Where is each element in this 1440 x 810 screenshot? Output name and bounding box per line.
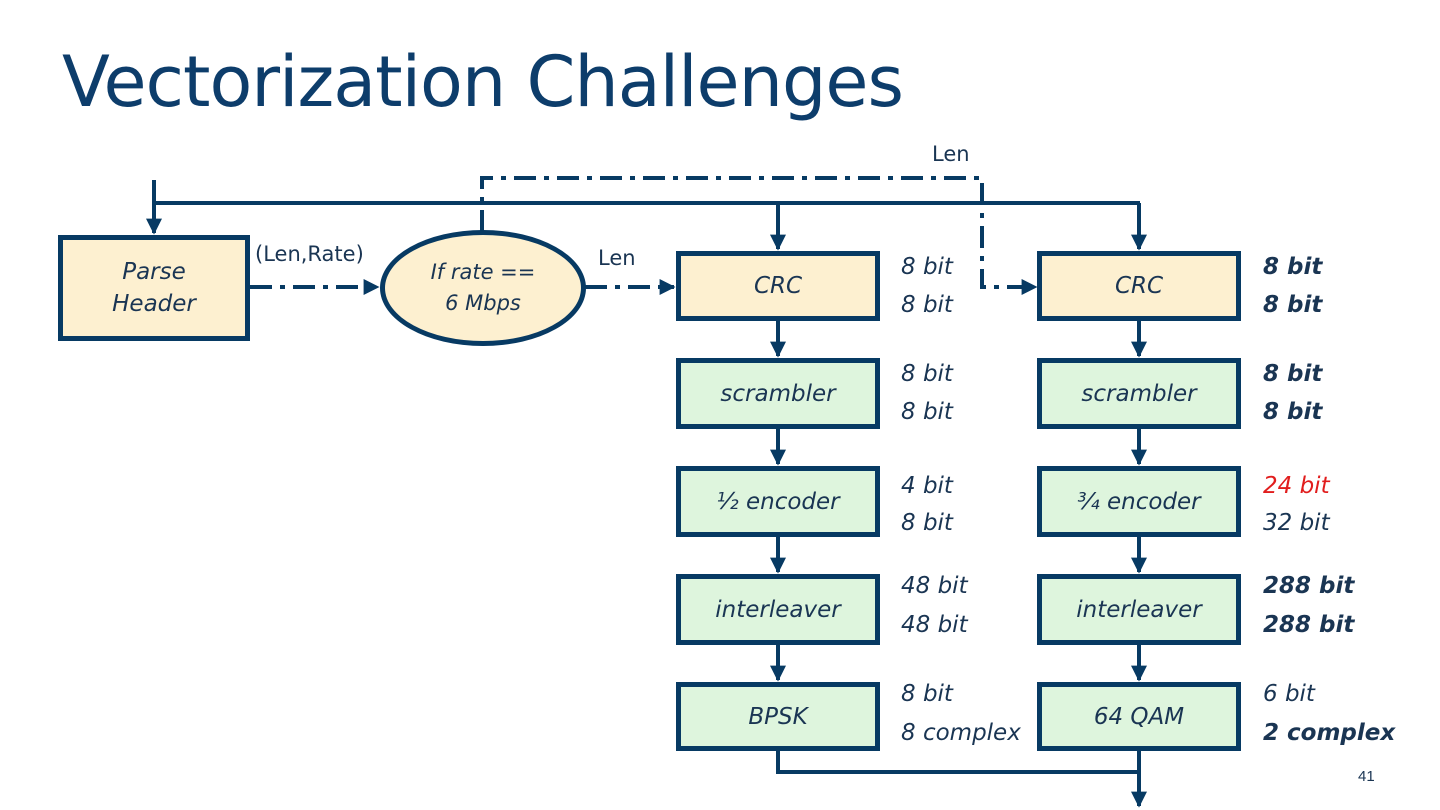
left-crc-out: 8 bit — [901, 292, 953, 318]
parse-header-box: Parse Header — [58, 235, 250, 341]
right-crc-out: 8 bit — [1263, 292, 1323, 318]
right-modulator-out: 2 complex — [1263, 720, 1396, 746]
bottom-merge-line — [776, 750, 1139, 774]
left-crc-box: CRC — [676, 251, 880, 321]
left-scrambler-out: 8 bit — [901, 399, 953, 425]
right-encoder-in: 24 bit — [1263, 473, 1330, 499]
right-interleaver-in: 288 bit — [1263, 573, 1355, 599]
right-scrambler-out: 8 bit — [1263, 399, 1323, 425]
left-interleaver-bits: 48 bit 48 bit — [901, 573, 968, 638]
left-encoder-box: ½ encoder — [676, 466, 880, 537]
right-interleaver-box: interleaver — [1037, 574, 1241, 645]
left-modulator-in: 8 bit — [901, 681, 953, 707]
left-interleaver-in: 48 bit — [901, 573, 968, 599]
left-interleaver-box: interleaver — [676, 574, 880, 645]
left-scrambler-box: scrambler — [676, 358, 880, 429]
parse-header-line-2: Header — [112, 291, 196, 317]
left-encoder-bits: 4 bit 8 bit — [901, 473, 953, 536]
right-modulator-box: 64 QAM — [1037, 682, 1241, 751]
left-scrambler-in: 8 bit — [901, 361, 953, 387]
right-encoder-box: ¾ encoder — [1037, 466, 1241, 537]
edge-label-len-rate: (Len,Rate) — [255, 242, 364, 266]
left-encoder-in: 4 bit — [901, 473, 953, 499]
right-encoder-out: 32 bit — [1263, 510, 1330, 536]
right-crc-box: CRC — [1037, 251, 1241, 321]
condition-line-2: 6 Mbps — [445, 291, 521, 315]
right-scrambler-bits: 8 bit 8 bit — [1263, 361, 1322, 425]
left-modulator-box: BPSK — [676, 682, 880, 751]
condition-line-1: If rate == — [430, 260, 536, 284]
right-scrambler-in: 8 bit — [1263, 361, 1323, 387]
edge-label-len-mid: Len — [598, 246, 636, 270]
page-number: 41 — [1358, 768, 1375, 785]
edge-label-len-top: Len — [932, 142, 970, 166]
right-interleaver-out: 288 bit — [1263, 612, 1355, 638]
right-modulator-bits: 6 bit 2 complex — [1263, 681, 1395, 746]
left-interleaver-out: 48 bit — [901, 612, 968, 638]
right-crc-in: 8 bit — [1263, 254, 1323, 280]
right-crc-bits: 8 bit 8 bit — [1263, 254, 1322, 318]
right-modulator-in: 6 bit — [1263, 681, 1315, 707]
left-crc-bits: 8 bit 8 bit — [901, 254, 953, 318]
rate-condition-node: If rate == 6 Mbps — [380, 230, 586, 346]
right-encoder-bits: 24 bit 32 bit — [1263, 473, 1330, 536]
left-modulator-out: 8 complex — [901, 720, 1021, 746]
left-crc-in: 8 bit — [901, 254, 953, 280]
parse-header-line-1: Parse — [122, 259, 186, 285]
left-encoder-out: 8 bit — [901, 510, 953, 536]
left-modulator-bits: 8 bit 8 complex — [901, 681, 1021, 746]
slide-title: Vectorization Challenges — [62, 41, 904, 123]
left-scrambler-bits: 8 bit 8 bit — [901, 361, 953, 425]
right-interleaver-bits: 288 bit 288 bit — [1263, 573, 1354, 638]
right-scrambler-box: scrambler — [1037, 358, 1241, 429]
